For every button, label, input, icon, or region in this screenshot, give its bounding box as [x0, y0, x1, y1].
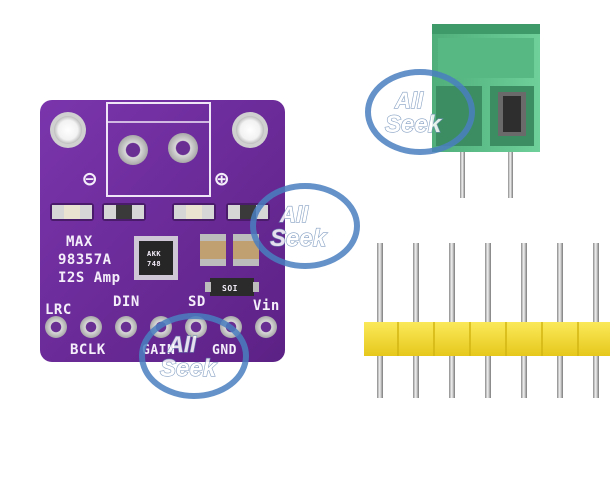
smd-components	[50, 203, 270, 221]
watermark-text-line1: All	[279, 202, 309, 227]
terminal-outline	[106, 102, 211, 197]
pin-label-lrc: LRC	[45, 302, 72, 318]
pcb-body	[40, 100, 285, 362]
terminal-pin-right	[508, 140, 513, 198]
plus-label: ⊕	[215, 167, 229, 192]
pin-header	[364, 243, 610, 398]
pin-label-bclk: BCLK	[70, 342, 106, 358]
header-pins	[377, 243, 599, 398]
header-plastic-strip	[364, 322, 610, 356]
pin-label-gain: GAIN	[142, 343, 175, 358]
pin-label-sd: SD	[188, 294, 206, 310]
terminal-pin-left	[460, 140, 465, 198]
watermark-text-line2: Seek	[270, 225, 328, 252]
pin-label-din: DIN	[113, 294, 140, 310]
speaker-pad-minus	[118, 135, 148, 165]
watermark-logo-top: All Seek	[365, 69, 475, 155]
watermark-text-line1: All	[167, 332, 197, 357]
board-title-line2: 98357A	[58, 252, 112, 268]
screw-terminal	[432, 24, 540, 198]
board-title-line1: MAX	[66, 234, 93, 250]
chip-marking-2: 748	[147, 260, 161, 268]
speaker-pad-plus	[168, 133, 198, 163]
chip-marking-1: AKK	[147, 250, 161, 258]
watermark-text-line2: Seek	[385, 111, 443, 138]
watermark-logo-bottom: All Seek	[139, 313, 249, 399]
watermark-text-line2: Seek	[160, 355, 218, 382]
pin-label-gnd: GND	[212, 343, 237, 358]
amplifier-board: ⊖ ⊕ AKK 748	[40, 100, 285, 362]
diode: SOI	[205, 278, 259, 296]
board-title-line3: I2S Amp	[58, 270, 121, 286]
watermark-logo-middle: All Seek	[250, 183, 360, 269]
amplifier-chip: AKK 748	[134, 236, 178, 280]
capacitors	[200, 234, 259, 266]
pin-label-vin: Vin	[253, 298, 280, 314]
minus-label: ⊖	[83, 167, 97, 192]
diode-marking: SOI	[222, 284, 238, 293]
watermark-text-line1: All	[394, 88, 424, 113]
